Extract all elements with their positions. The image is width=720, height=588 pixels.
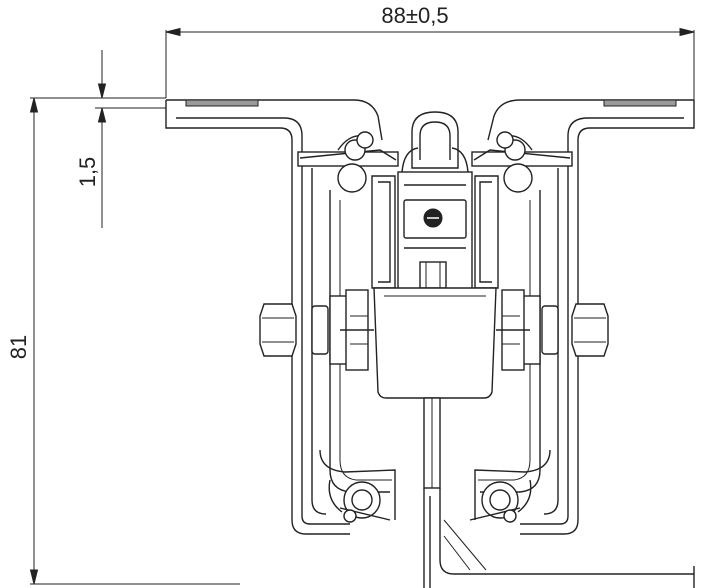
hex-nut-right — [571, 303, 609, 357]
pad-left — [185, 99, 259, 107]
mounting-bracket — [165, 99, 695, 535]
hex-nut-left — [259, 303, 297, 357]
height-dimension: 81 — [6, 97, 240, 585]
vertical-rod — [423, 397, 695, 588]
thickness-label: 1,5 — [75, 157, 100, 188]
bottom-rollers — [328, 479, 532, 523]
central-latch — [371, 111, 499, 399]
side-fasteners — [259, 289, 609, 371]
pad-right — [603, 99, 677, 107]
top-clips — [297, 131, 573, 193]
height-label: 81 — [6, 335, 31, 359]
thickness-dimension: 1,5 — [75, 50, 166, 228]
inner-frame — [311, 168, 559, 520]
width-dimension: 88±0,5 — [165, 3, 695, 122]
width-label: 88±0,5 — [381, 3, 448, 28]
